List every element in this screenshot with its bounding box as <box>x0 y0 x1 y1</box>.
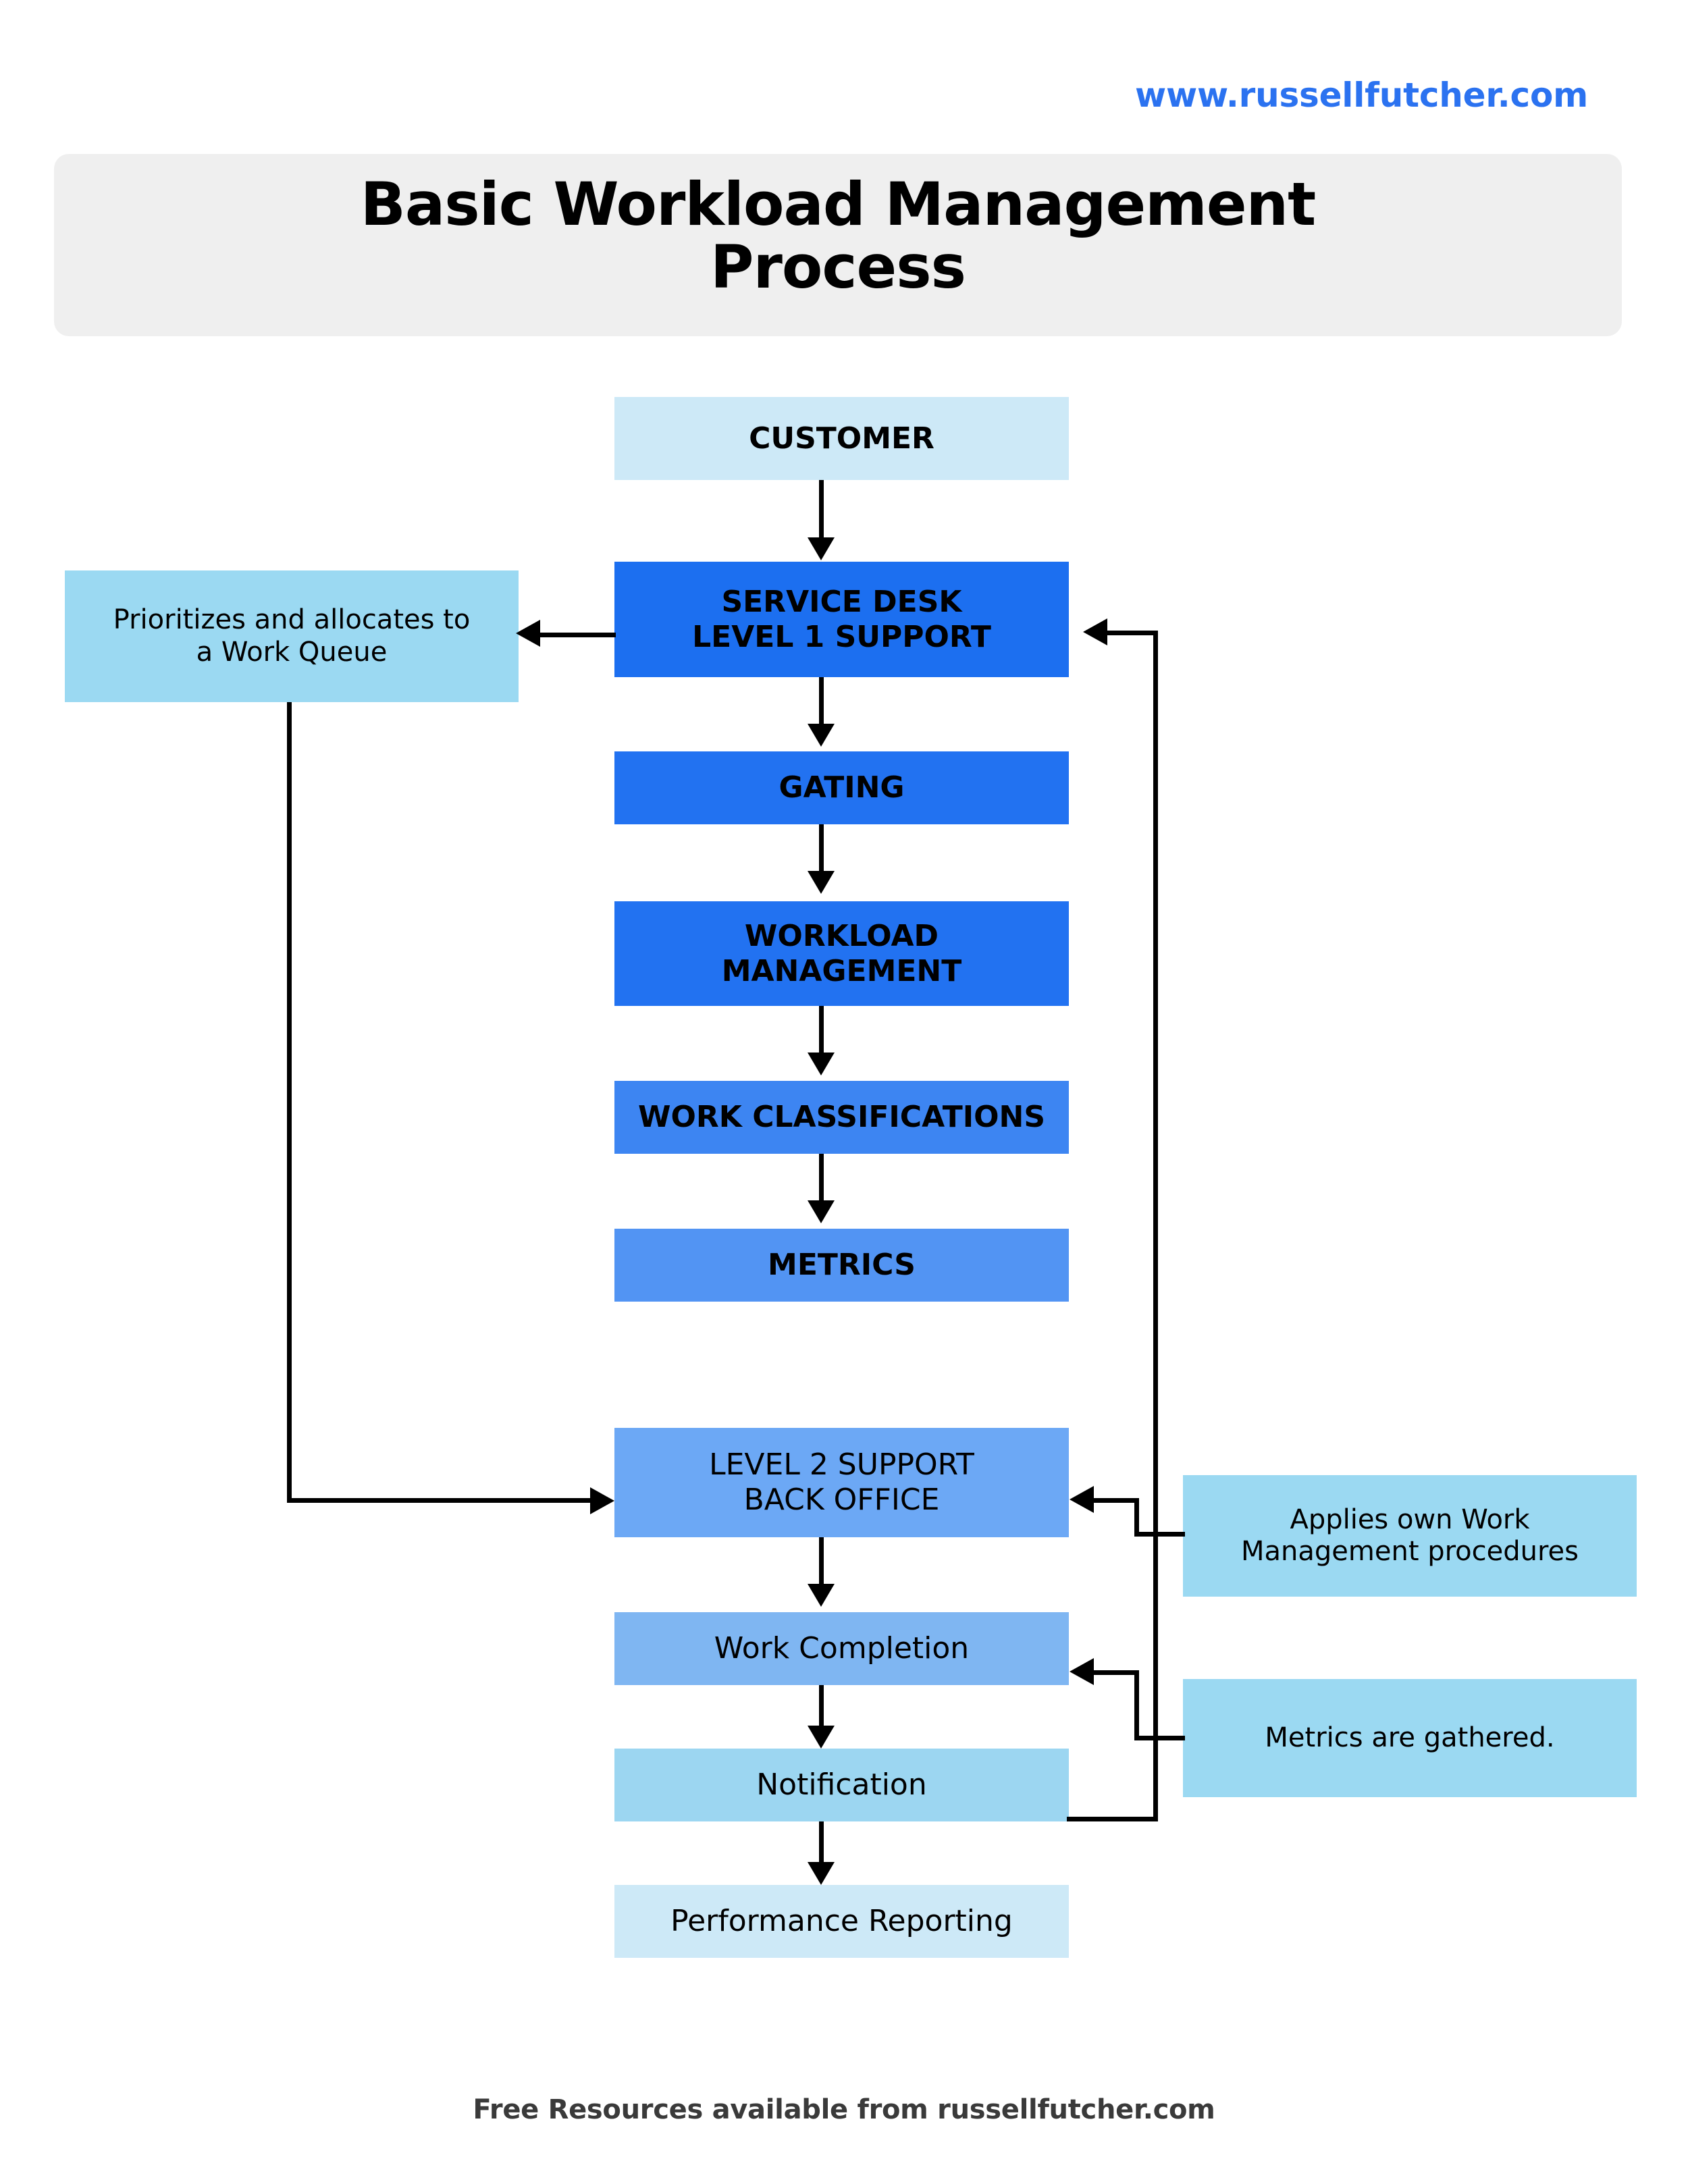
connector-metrics-gathered-to-work-completion <box>1094 1670 1139 1675</box>
node-service-desk-label-2: LEVEL 1 SUPPORT <box>692 619 991 654</box>
annotation-metrics-gathered[interactable]: Metrics are gathered. <box>1183 1679 1637 1797</box>
arrowhead-down-metrics <box>808 1200 835 1223</box>
arrowhead-left-level-2-support-right <box>1070 1486 1094 1513</box>
node-notification[interactable]: Notification <box>614 1749 1069 1821</box>
node-level-2-support-label-2: BACK OFFICE <box>743 1483 940 1517</box>
site-url-link[interactable]: www.russellfutcher.com <box>1135 76 1588 115</box>
annotation-applies-label-1: Applies own Work <box>1290 1503 1530 1535</box>
node-workload-management-label-1: WORKLOAD <box>744 918 939 953</box>
node-metrics[interactable]: METRICS <box>614 1229 1069 1302</box>
arrowhead-right-level-2-support <box>590 1487 614 1514</box>
connector-prioritizes-down <box>287 702 292 1503</box>
connector-applies-elbow-vertical <box>1134 1498 1139 1537</box>
node-performance-reporting[interactable]: Performance Reporting <box>614 1885 1069 1958</box>
node-work-completion-label: Work Completion <box>714 1631 970 1666</box>
arrowhead-down-classifications <box>808 1053 835 1075</box>
node-metrics-label: METRICS <box>768 1248 916 1283</box>
connector-notification-to-performance <box>819 1821 824 1867</box>
annotation-prioritizes-label-1: Prioritizes and allocates to <box>113 604 471 636</box>
annotation-metrics-gathered-label: Metrics are gathered. <box>1265 1722 1555 1753</box>
arrowhead-down-service-desk <box>808 537 835 560</box>
arrowhead-left-service-desk <box>1083 618 1107 645</box>
title-card: Basic Workload Management Process <box>54 154 1622 336</box>
arrowhead-left-work-completion <box>1070 1658 1094 1685</box>
footer-text: Free Resources available from russellfut… <box>473 2094 1215 2125</box>
arrowhead-down-gating <box>808 724 835 747</box>
connector-metrics-gathered-elbow-vertical <box>1134 1670 1139 1740</box>
node-service-desk-label-1: SERVICE DESK <box>721 584 962 619</box>
connector-service-desk-to-gating <box>819 677 824 730</box>
connector-applies-to-level2 <box>1094 1498 1139 1503</box>
page-title-line-2: Process <box>710 232 966 302</box>
connector-prioritizes-to-level2 <box>287 1498 592 1503</box>
node-workload-management[interactable]: WORKLOAD MANAGEMENT <box>614 901 1069 1006</box>
arrowhead-down-workload <box>808 871 835 894</box>
page-title-line-1: Basic Workload Management <box>360 169 1317 239</box>
annotation-prioritizes-label-2: a Work Queue <box>196 636 388 668</box>
node-work-classifications-label: WORK CLASSIFICATIONS <box>637 1100 1046 1135</box>
annotation-applies-label-2: Management procedures <box>1241 1536 1579 1567</box>
node-gating-label: GATING <box>779 770 905 805</box>
connector-work-completion-to-notification <box>819 1685 824 1731</box>
connector-level2-to-work-completion <box>819 1537 824 1590</box>
connector-metrics-gathered-to-trunk <box>1134 1736 1185 1740</box>
connector-right-trunk-vertical <box>1153 631 1158 1821</box>
node-performance-reporting-label: Performance Reporting <box>670 1904 1013 1939</box>
node-notification-label: Notification <box>756 1767 927 1803</box>
node-service-desk[interactable]: SERVICE DESK LEVEL 1 SUPPORT <box>614 562 1069 677</box>
connector-customer-to-service-desk <box>819 480 824 543</box>
connector-notification-right <box>1067 1817 1158 1821</box>
connector-gating-to-workload <box>819 824 824 877</box>
node-gating[interactable]: GATING <box>614 751 1069 824</box>
connector-service-desk-to-prioritizes <box>540 633 616 637</box>
node-level-2-support[interactable]: LEVEL 2 SUPPORT BACK OFFICE <box>614 1428 1069 1537</box>
arrowhead-down-work-completion <box>808 1584 835 1607</box>
node-work-classifications[interactable]: WORK CLASSIFICATIONS <box>614 1081 1069 1154</box>
node-customer[interactable]: CUSTOMER <box>614 397 1069 480</box>
connector-workload-to-classifications <box>819 1006 824 1059</box>
node-level-2-support-label-1: LEVEL 2 SUPPORT <box>709 1447 974 1483</box>
node-workload-management-label-2: MANAGEMENT <box>721 953 962 988</box>
node-customer-label: CUSTOMER <box>749 421 934 456</box>
connector-applies-to-trunk <box>1134 1532 1185 1537</box>
arrowhead-left-prioritizes <box>516 620 540 647</box>
arrowhead-down-performance <box>808 1862 835 1885</box>
node-work-completion[interactable]: Work Completion <box>614 1612 1069 1685</box>
annotation-prioritizes-allocates[interactable]: Prioritizes and allocates to a Work Queu… <box>65 570 519 702</box>
page-title: Basic Workload Management Process <box>54 173 1622 299</box>
connector-trunk-to-service-desk <box>1107 631 1158 635</box>
annotation-applies-own-work[interactable]: Applies own Work Management procedures <box>1183 1475 1637 1597</box>
arrowhead-down-notification <box>808 1726 835 1749</box>
connector-classifications-to-metrics <box>819 1154 824 1206</box>
